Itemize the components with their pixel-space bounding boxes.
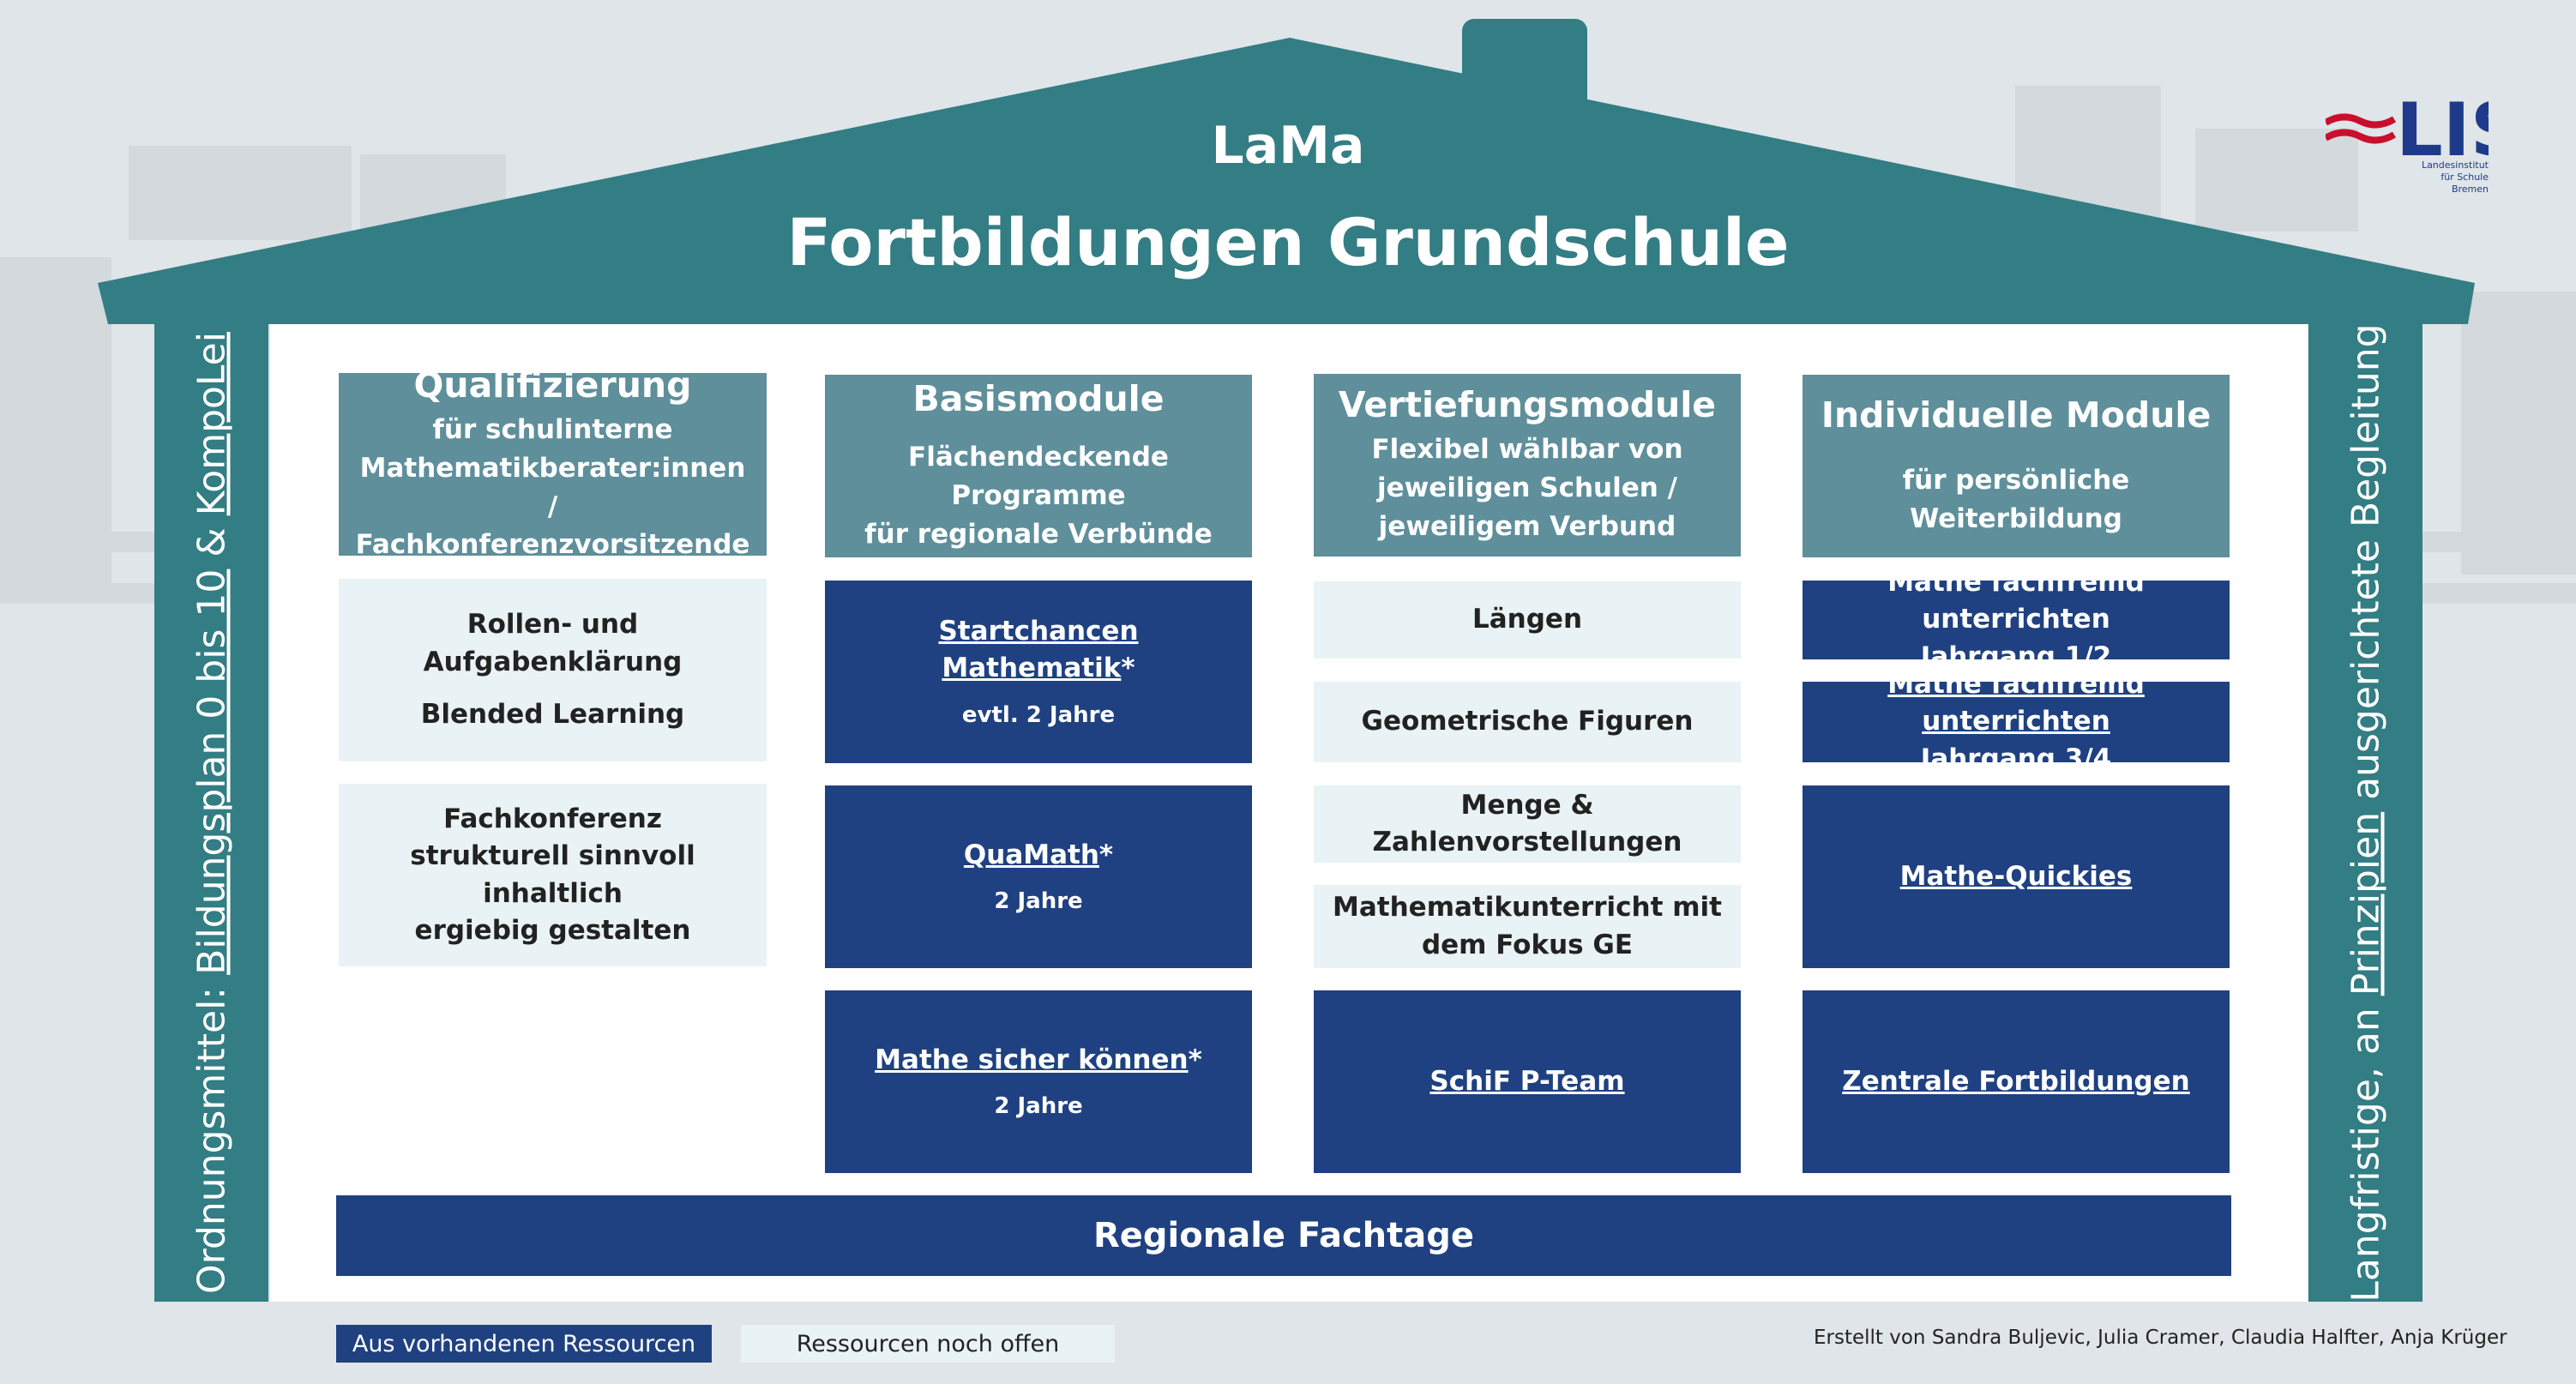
module-geometrische-figuren: Geometrische Figuren	[1314, 682, 1741, 762]
quamath-link[interactable]: QuaMath	[963, 839, 1099, 870]
logo-caption: Landesinstitut für Schule Bremen	[2392, 159, 2489, 195]
right-pillar-prefix: Langfristige, an	[2344, 996, 2387, 1303]
module-line: Längen	[1472, 604, 1583, 635]
module-zentrale-fortbildungen[interactable]: Zentrale Fortbildungen	[1803, 990, 2230, 1173]
logo-caption-line: Landesinstitut	[2421, 159, 2489, 171]
column-header-individuelle-module: Individuelle Module für persönliche Weit…	[1803, 375, 2230, 557]
module-schif-p-team[interactable]: SchiF P-Team	[1314, 990, 1741, 1173]
duration-note: evtl. 2 Jahre	[961, 701, 1116, 728]
mathe-sicher-koennen-link[interactable]: Mathe sicher können	[875, 1044, 1189, 1075]
module-menge-zahlenvorstellungen: Menge & Zahlenvorstellungen	[1314, 785, 1741, 863]
lis-logo: LIS	[2326, 87, 2489, 173]
module-line: Blended Learning	[420, 699, 685, 731]
legend-existing-resources: Aus vorhandenen Ressourcen	[336, 1325, 712, 1363]
module-fachfremd-3-4[interactable]: Mathe fachfremd unterrichten Jahrgang 3/…	[1803, 669, 2230, 774]
roof	[98, 38, 2475, 324]
subtitle-line: Fachkonferenzvorsitzende	[355, 529, 750, 561]
module-line: Jahrgang 1/2	[1920, 641, 2112, 672]
right-pillar-text: Langfristige, an Prinzipien ausgerichtet…	[2344, 323, 2387, 1302]
column-subtitle: für persönliche Weiterbildung	[1816, 461, 2216, 539]
subtitle-line: für persönliche Weiterbildung	[1902, 464, 2130, 534]
asterisk: *	[1188, 1044, 1202, 1075]
roof-title: Fortbildungen Grundschule	[786, 204, 1790, 280]
module-line: dem Fokus GE	[1421, 929, 1634, 960]
module-startchancen[interactable]: Startchancen Mathematik* evtl. 2 Jahre	[825, 581, 1252, 763]
left-pillar-text: Ordnungsmittel: Bildungsplan 0 bis 10 & …	[190, 332, 233, 1294]
right-pillar: Langfristige, an Prinzipien ausgerichtet…	[2308, 323, 2423, 1303]
schif-p-team-link[interactable]: SchiF P-Team	[1429, 1065, 1625, 1097]
mathe-quickies-link[interactable]: Mathe-Quickies	[1899, 860, 2133, 892]
left-pillar: Ordnungsmittel: Bildungsplan 0 bis 10 & …	[154, 324, 268, 1302]
module-mathe-sicher-koennen[interactable]: Mathe sicher können* 2 Jahre	[825, 990, 1252, 1173]
column-title: Vertiefungsmodule	[1338, 384, 1717, 426]
left-pillar-prefix: Ordnungsmittel:	[190, 974, 233, 1294]
subtitle-line: für schulinterne	[432, 413, 673, 445]
column-header-vertiefungsmodule: Vertiefungsmodule Flexibel wählbar von j…	[1314, 374, 1741, 557]
fachfremd-3-4-link[interactable]: Mathe fachfremd unterrichten	[1887, 668, 2145, 737]
module-line: Geometrische Figuren	[1361, 706, 1694, 737]
startchancen-link[interactable]: Startchancen Mathematik	[938, 615, 1139, 684]
prinzipien-link[interactable]: Prinzipien	[2344, 811, 2387, 996]
right-pillar-suffix: ausgerichtete Begleitung	[2344, 323, 2387, 812]
left-pillar-middle: &	[190, 515, 233, 569]
legend-open-resources: Ressourcen noch offen	[741, 1325, 1115, 1363]
kompolei-link[interactable]: KompoLei	[190, 332, 233, 516]
logo-word: LIS	[2396, 87, 2489, 173]
column-subtitle: für schulinterne Mathematikberater:innen…	[352, 411, 753, 565]
fachfremd-3-4-link[interactable]: Jahrgang 3/4	[1920, 743, 2112, 774]
column-subtitle: Flexibel wählbar von jeweiligen Schulen …	[1371, 430, 1682, 546]
roof-subtitle: LaMa	[1211, 116, 1365, 176]
module-rollen-blended: Rollen- und Aufgabenklärung Blended Lear…	[339, 579, 767, 761]
module-line: strukturell sinnvoll inhaltlich	[410, 840, 695, 909]
bildungsplan-link[interactable]: Bildungsplan 0 bis 10	[190, 569, 233, 975]
module-line: Fachkonferenz	[443, 803, 662, 834]
subtitle-line: jeweiligen Schulen /	[1377, 472, 1677, 504]
building-shape	[2195, 129, 2358, 232]
asterisk: *	[1121, 653, 1135, 684]
duration-note: 2 Jahre	[994, 888, 1083, 914]
building-shape	[0, 257, 111, 583]
subtitle-line: Mathematikberater:innen /	[359, 452, 746, 522]
column-header-qualifizierung: Qualifizierung für schulinterne Mathemat…	[339, 364, 767, 560]
duration-note: 2 Jahre	[994, 1093, 1083, 1119]
module-line: Zahlenvorstellungen	[1372, 827, 1682, 857]
module-line: Mathe fachfremd unterrichten	[1887, 566, 2145, 635]
module-line: Mathematikunterricht mit	[1333, 892, 1722, 924]
building-shape	[129, 146, 352, 240]
credits: Erstellt von Sandra Buljevic, Julia Cram…	[1814, 1327, 2507, 1349]
subtitle-line: jeweiligem Verbund	[1378, 510, 1676, 542]
module-quamath[interactable]: QuaMath* 2 Jahre	[825, 785, 1252, 968]
building-shape	[2461, 292, 2576, 575]
subtitle-line: Flächendeckende Programme	[908, 442, 1169, 512]
column-header-basismodule: Basismodule Flächendeckende Programme fü…	[825, 375, 1252, 557]
module-fachkonferenz: Fachkonferenz strukturell sinnvoll inhal…	[339, 784, 767, 966]
module-line: Rollen- und Aufgabenklärung	[423, 609, 683, 677]
column-title: Basismodule	[912, 378, 1165, 420]
column-subtitle: Flächendeckende Programme für regionale …	[839, 438, 1238, 554]
zentrale-fortbildungen-link[interactable]: Zentrale Fortbildungen	[1842, 1065, 2190, 1097]
column-title: Individuelle Module	[1821, 394, 2212, 436]
logo-caption-line: für Schule	[2441, 171, 2489, 183]
module-line: Menge &	[1460, 789, 1594, 821]
column-title: Qualifizierung	[413, 364, 692, 406]
asterisk: *	[1098, 839, 1114, 870]
module-fokus-ge: Mathematikunterricht mit dem Fokus GE	[1314, 885, 1741, 968]
module-fachfremd-1-2: Mathe fachfremd unterrichten Jahrgang 1/…	[1803, 567, 2230, 672]
logo-caption-line: Bremen	[2451, 183, 2489, 195]
subtitle-line: Flexibel wählbar von	[1371, 434, 1683, 466]
module-laengen: Längen	[1314, 581, 1741, 659]
subtitle-line: für regionale Verbünde	[864, 518, 1213, 550]
module-line: ergiebig gestalten	[414, 914, 691, 946]
regionale-fachtage-bar: Regionale Fachtage	[336, 1195, 2231, 1276]
module-mathe-quickies[interactable]: Mathe-Quickies	[1803, 785, 2230, 968]
